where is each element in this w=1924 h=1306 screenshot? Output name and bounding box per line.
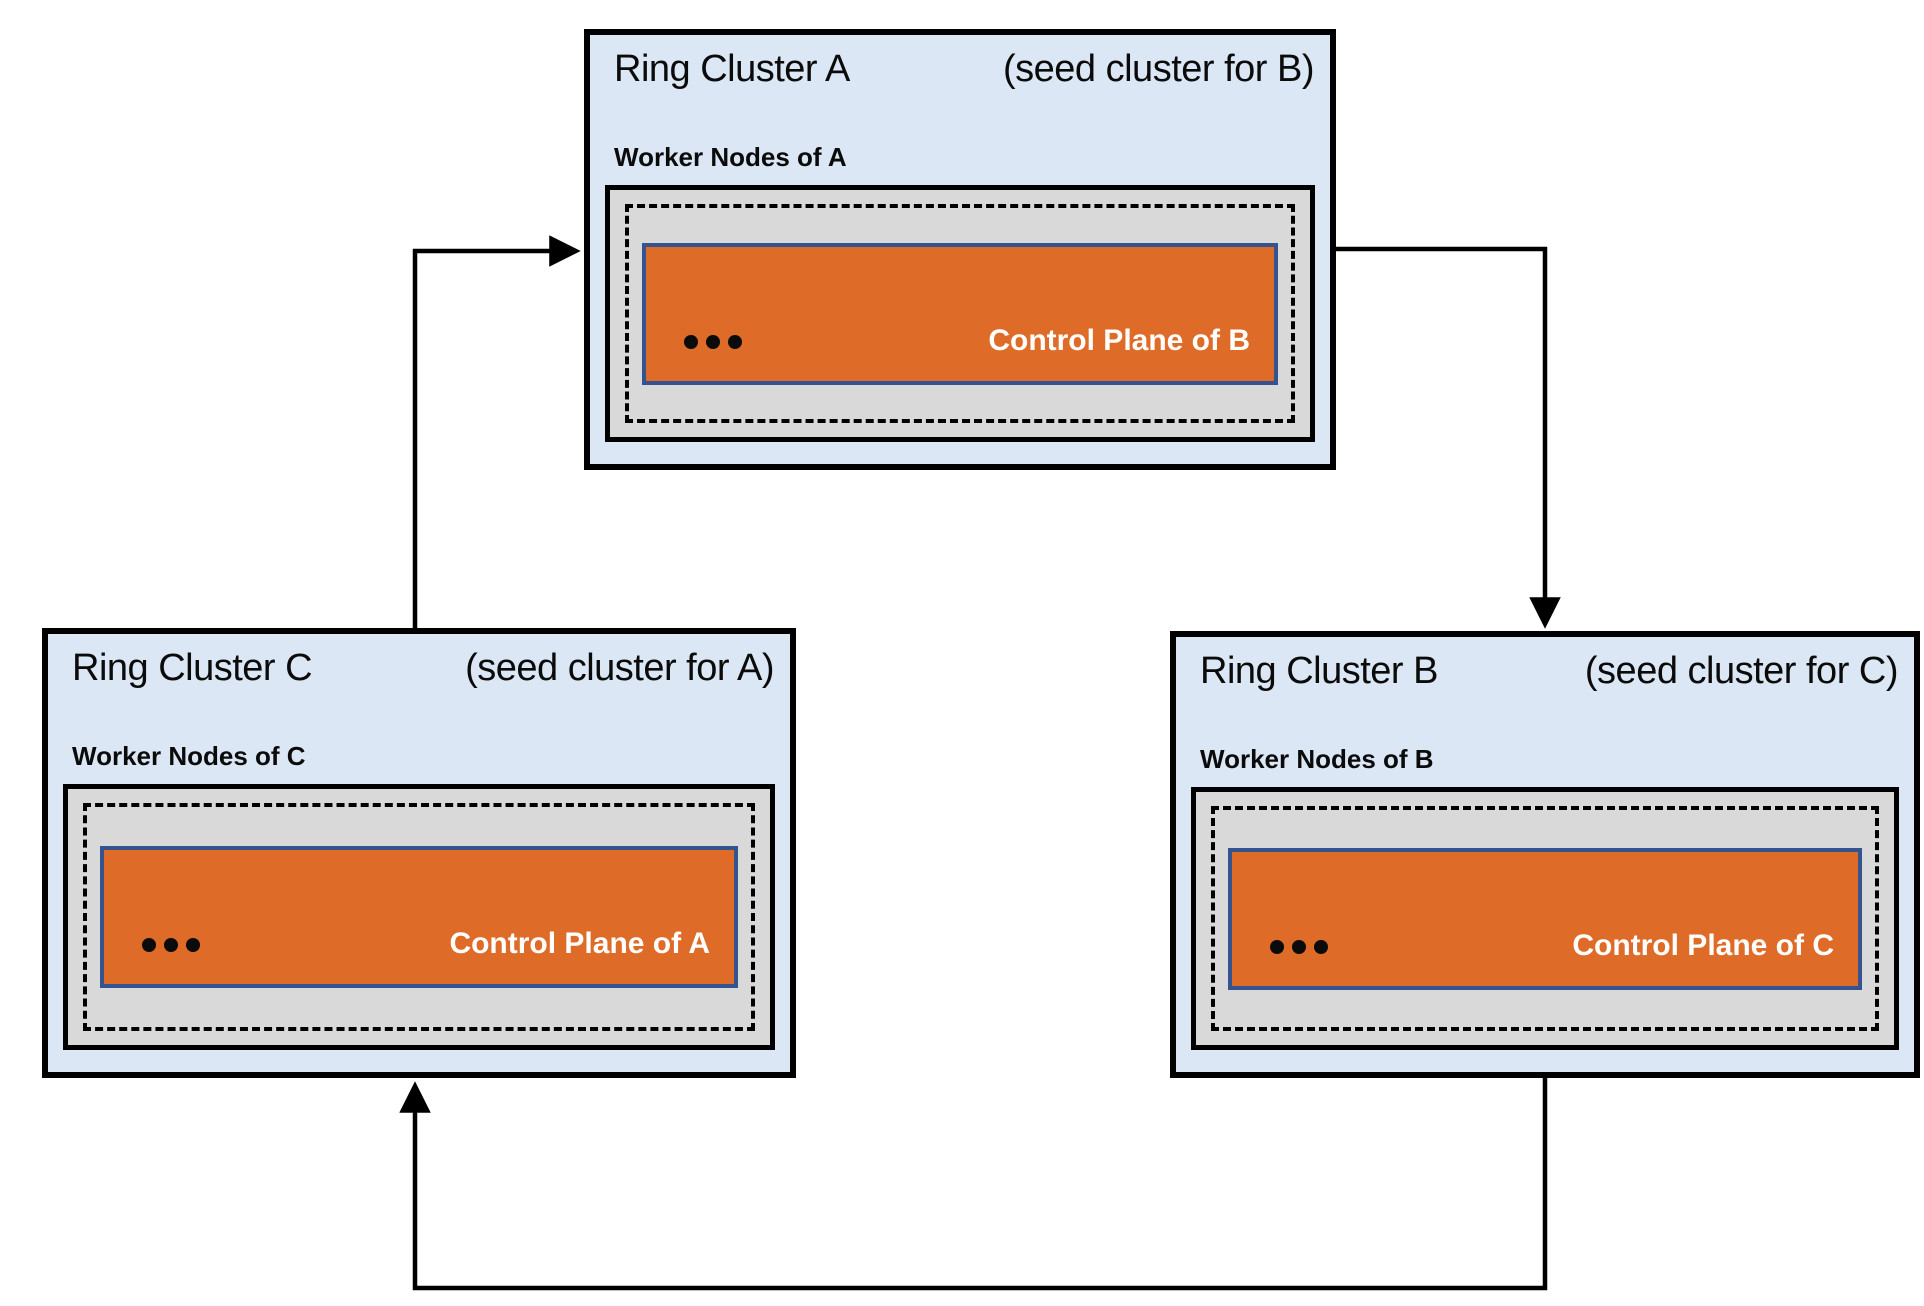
- ellipsis-dots-icon: [1270, 939, 1328, 954]
- cluster-a-worker-label: Worker Nodes of A: [614, 141, 847, 172]
- cluster-a-control-plane-box: Control Plane of B: [642, 242, 1278, 385]
- cluster-c-title-row: Ring Cluster C (seed cluster for A): [72, 646, 774, 692]
- cluster-c-control-plane-box: Control Plane of A: [100, 846, 738, 989]
- cluster-b-control-plane-label: Control Plane of C: [1572, 928, 1834, 962]
- cluster-c-control-plane-label: Control Plane of A: [449, 927, 710, 961]
- cluster-b-dashed-boundary: Control Plane of C: [1211, 806, 1879, 1031]
- cluster-b-worker-box: Control Plane of C: [1191, 787, 1899, 1050]
- cluster-a-title: Ring Cluster A: [614, 48, 850, 90]
- arrow-c-to-a: [412, 235, 581, 632]
- cluster-c-worker-label: Worker Nodes of C: [72, 740, 306, 771]
- cluster-box-c: Ring Cluster C (seed cluster for A) Work…: [42, 628, 796, 1078]
- cluster-b-seed-note: (seed cluster for C): [1584, 650, 1899, 692]
- cluster-b-control-plane-box: Control Plane of C: [1228, 847, 1862, 990]
- cluster-a-worker-box: Control Plane of B: [605, 185, 1315, 442]
- cluster-a-seed-note: (seed cluster for B): [1003, 48, 1315, 90]
- cluster-box-a: Ring Cluster A (seed cluster for B) Work…: [584, 29, 1336, 470]
- arrow-a-to-b: [1334, 246, 1561, 629]
- ellipsis-dots-icon: [684, 334, 742, 349]
- ellipsis-dots-icon: [142, 938, 200, 953]
- arrow-b-to-c: [399, 1074, 1548, 1291]
- cluster-c-dashed-boundary: Control Plane of A: [83, 803, 755, 1031]
- cluster-b-title: Ring Cluster B: [1200, 650, 1438, 692]
- cluster-c-seed-note: (seed cluster for A): [465, 647, 774, 689]
- cluster-b-title-row: Ring Cluster B (seed cluster for C): [1200, 649, 1899, 695]
- cluster-box-b: Ring Cluster B (seed cluster for C) Work…: [1170, 631, 1920, 1078]
- cluster-a-control-plane-label: Control Plane of B: [988, 323, 1250, 357]
- cluster-c-worker-box: Control Plane of A: [63, 784, 775, 1050]
- cluster-b-worker-label: Worker Nodes of B: [1200, 743, 1434, 774]
- cluster-a-dashed-boundary: Control Plane of B: [625, 204, 1295, 423]
- cluster-c-title: Ring Cluster C: [72, 647, 313, 689]
- cluster-a-title-row: Ring Cluster A (seed cluster for B): [614, 47, 1315, 93]
